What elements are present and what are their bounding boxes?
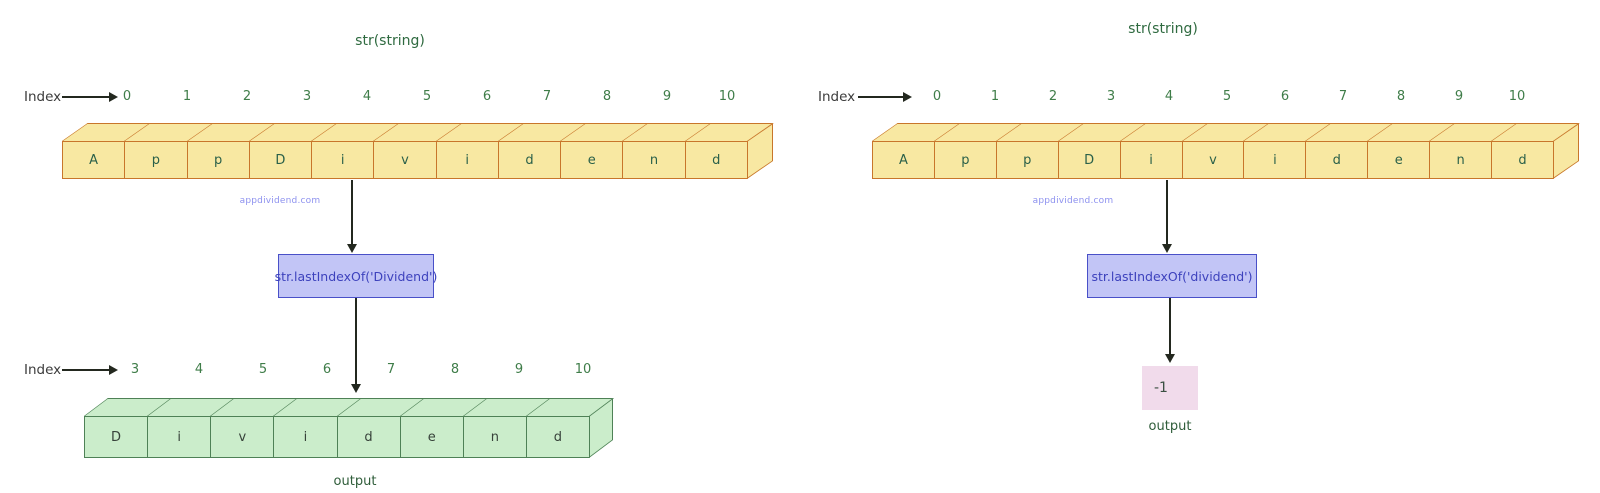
output-index-number: 10	[574, 362, 592, 377]
index-number: 5	[422, 89, 432, 104]
index-number: 6	[1280, 89, 1290, 104]
string-title: str(string)	[355, 33, 425, 49]
string-cell: d	[1518, 152, 1527, 168]
index-number: 10	[718, 89, 736, 104]
string-cell: p	[935, 142, 997, 178]
array-front-face: A p p D i v i d e n d	[62, 141, 748, 179]
index-number: 0	[932, 89, 942, 104]
index-number: 2	[242, 89, 252, 104]
index-number: 8	[1396, 89, 1406, 104]
index-number: 2	[1048, 89, 1058, 104]
index-number: 9	[1454, 89, 1464, 104]
output-cell: i	[274, 417, 338, 457]
index-number: 3	[1106, 89, 1116, 104]
array-front-face: A p p D i v i d e n d	[872, 141, 1554, 179]
string-cell: i	[1121, 142, 1183, 178]
output-index-number: 7	[386, 362, 396, 377]
index-number: 4	[362, 89, 372, 104]
output-cell: D	[85, 417, 149, 457]
index-number: 9	[662, 89, 672, 104]
function-box: str.lastIndexOf('Dividend')	[275, 254, 437, 298]
string-cell: i	[312, 142, 375, 178]
index-number: 3	[302, 89, 312, 104]
output-label: output	[1148, 419, 1192, 434]
index-label: Index	[24, 89, 62, 105]
string-cell: D	[1059, 142, 1121, 178]
output-cell: i	[148, 417, 212, 457]
output-index-label: Index	[24, 362, 62, 378]
output-index-number: 3	[130, 362, 140, 377]
array-top-face	[84, 398, 614, 416]
string-cell: v	[374, 142, 437, 178]
string-cell: v	[1183, 142, 1245, 178]
index-number: 10	[1508, 89, 1526, 104]
array-top-face	[872, 123, 1580, 141]
string-array-3d: A p p D i v i d e n d	[872, 122, 1580, 179]
index-number: 1	[182, 89, 192, 104]
index-number: 8	[602, 89, 612, 104]
string-cell: i	[1244, 142, 1307, 178]
string-cell: p	[997, 142, 1059, 178]
output-cell: e	[401, 417, 464, 457]
output-array-3d: D i v i d e n d	[84, 397, 614, 458]
output-index-number: 5	[258, 362, 268, 377]
output-index-number: 6	[322, 362, 332, 377]
output-value-box: -1	[1142, 366, 1198, 410]
index-number: 4	[1164, 89, 1174, 104]
watermark: appdividend.com	[239, 196, 321, 206]
watermark: appdividend.com	[1032, 196, 1114, 206]
string-array-3d: A p p D i v i d e n d	[62, 122, 774, 179]
output-cell: d	[553, 429, 563, 445]
output-cell: n	[464, 417, 527, 457]
function-box: str.lastIndexOf('dividend')	[1087, 254, 1257, 298]
index-number: 7	[542, 89, 552, 104]
string-cell: D	[250, 142, 313, 178]
string-cell: n	[623, 142, 686, 178]
output-cell: d	[338, 417, 401, 457]
string-cell: d	[499, 142, 562, 178]
index-number: 0	[122, 89, 132, 104]
string-cell: i	[437, 142, 499, 178]
output-index-number: 8	[450, 362, 460, 377]
string-cell: p	[125, 142, 188, 178]
index-number: 7	[1338, 89, 1348, 104]
array-top-face	[62, 123, 774, 141]
output-index-number: 4	[194, 362, 204, 377]
string-cell: A	[873, 142, 935, 178]
string-cell: e	[1368, 142, 1431, 178]
index-label: Index	[818, 89, 856, 105]
string-cell: n	[1430, 142, 1493, 178]
string-title: str(string)	[1128, 21, 1198, 37]
output-cell: v	[211, 417, 275, 457]
string-cell: p	[188, 142, 250, 178]
index-number: 1	[990, 89, 1000, 104]
output-label: output	[333, 474, 377, 489]
string-cell: e	[561, 142, 624, 178]
string-cell: d	[1306, 142, 1369, 178]
string-cell: A	[63, 142, 126, 178]
index-number: 5	[1222, 89, 1232, 104]
string-cell: d	[712, 152, 721, 168]
array-front-face: D i v i d e n d	[84, 416, 590, 458]
output-index-number: 9	[514, 362, 524, 377]
index-number: 6	[482, 89, 492, 104]
